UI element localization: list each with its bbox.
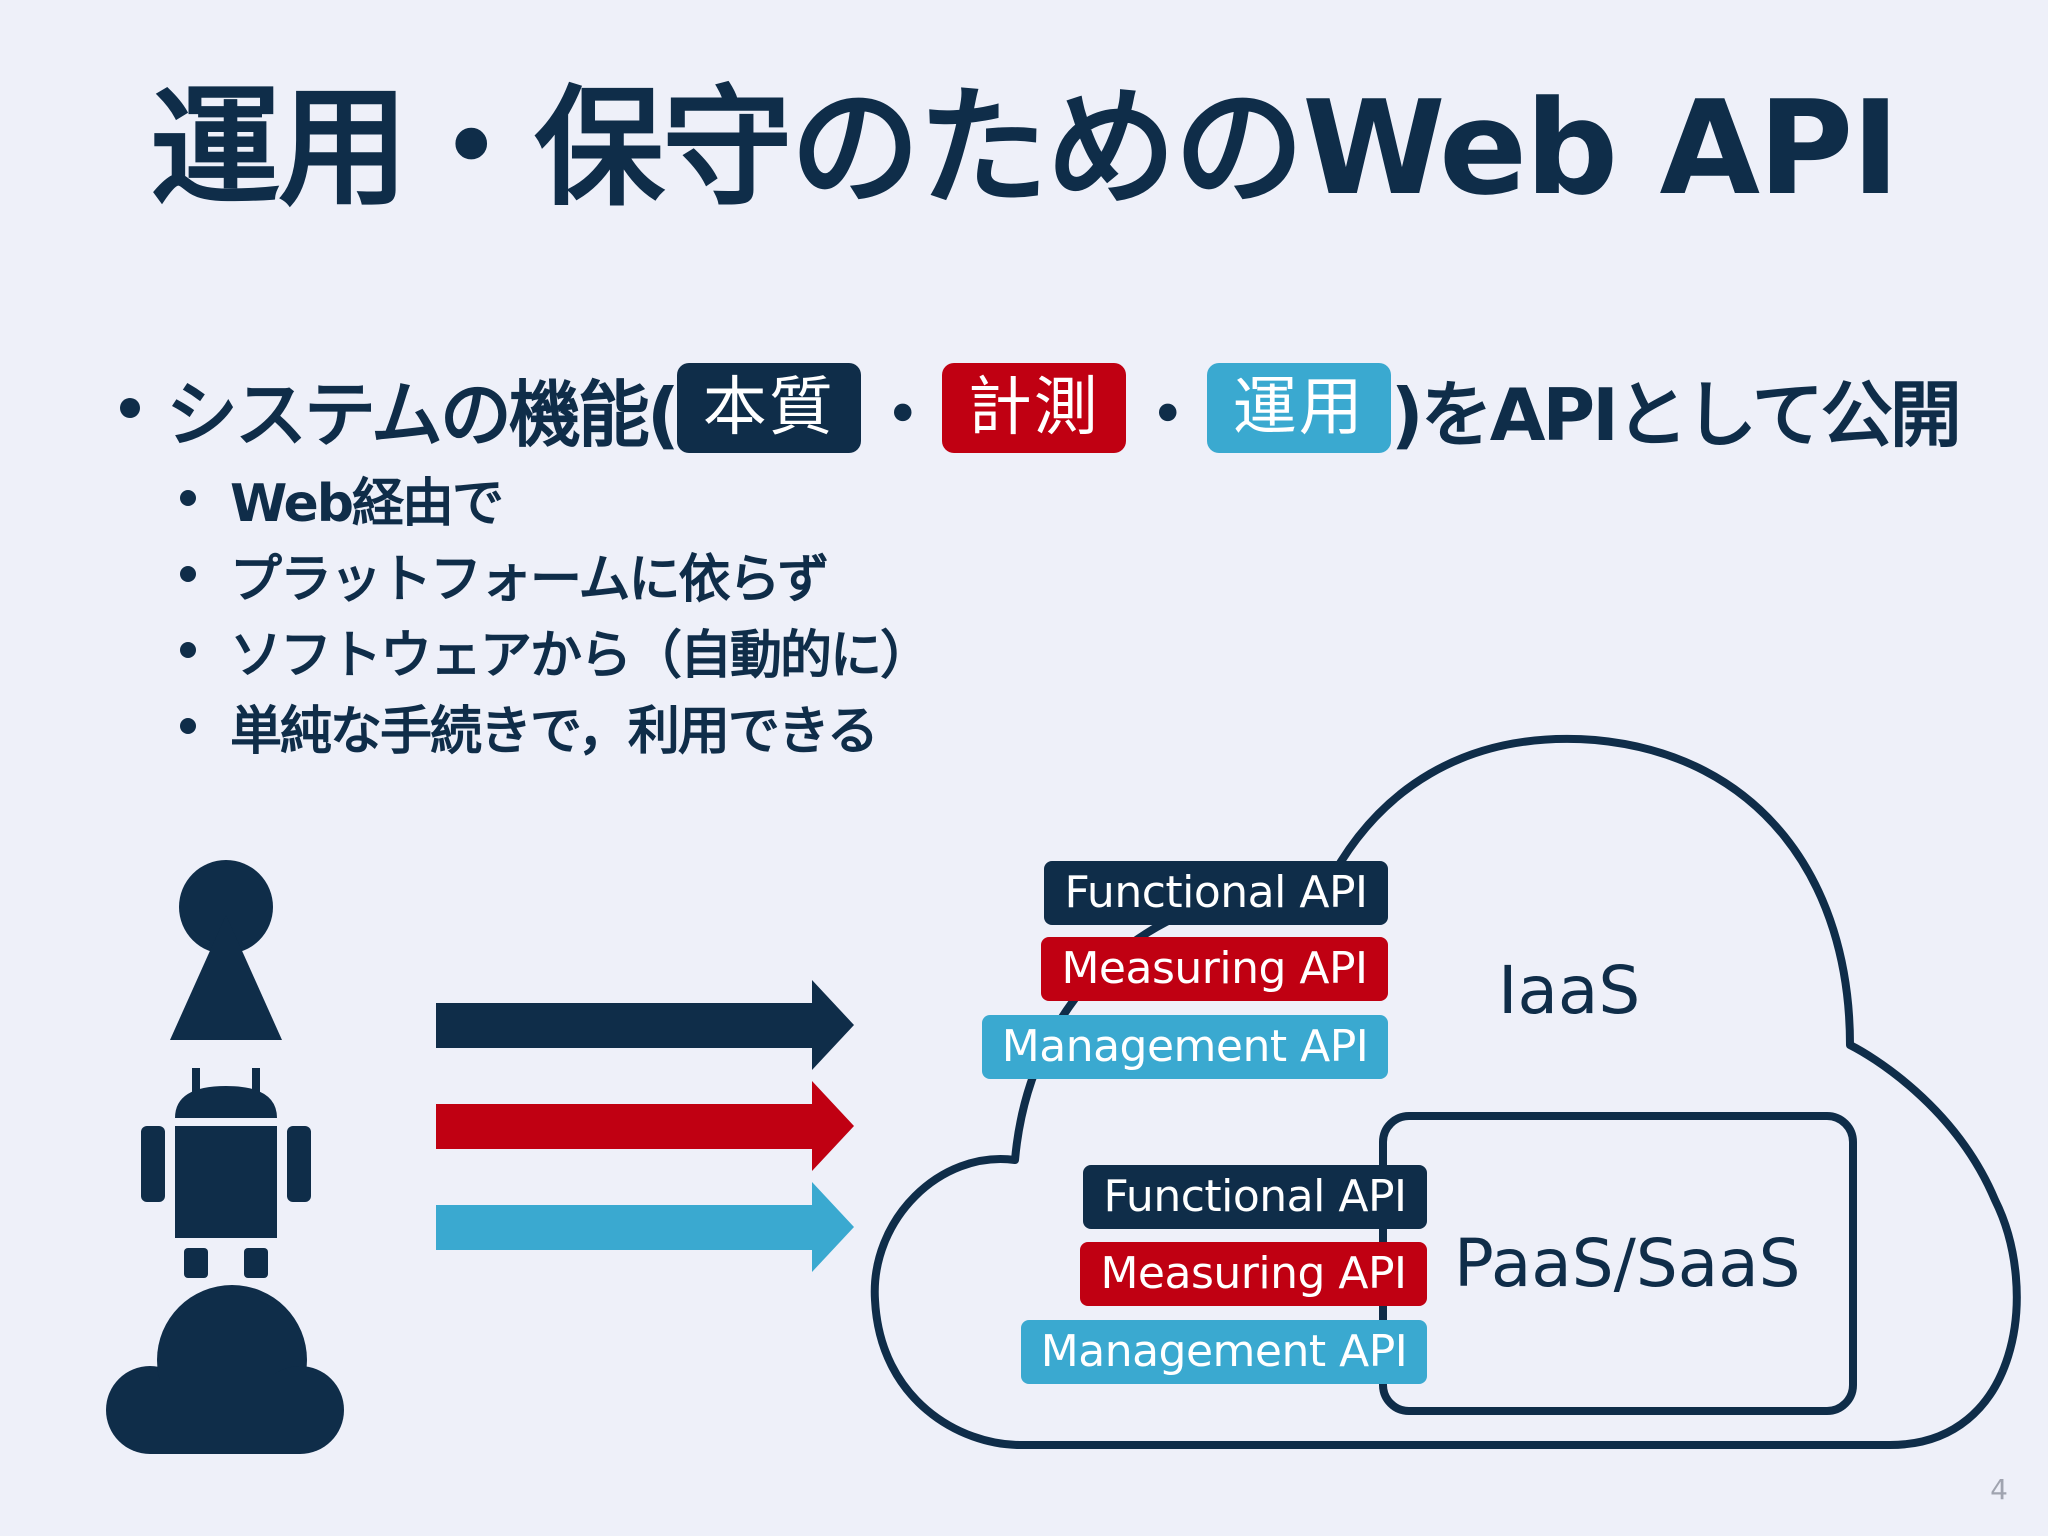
sub-bullet-item: Web経由で (180, 460, 930, 536)
bullet-dot (180, 566, 196, 582)
bullet-dot (180, 718, 196, 734)
bullet-dot (120, 398, 140, 418)
main-bullet-prefix: システムの機能( (166, 372, 680, 457)
paas-saas-label: PaaS/SaaS (1454, 1225, 1801, 1302)
page-number: 4 (1990, 1473, 2008, 1506)
sub-bullet-list: Web経由で プラットフォームに依らず ソフトウェアから（自動的に） 単純な手続… (180, 460, 932, 764)
sub-bullet-text: 単純な手続きで，利用できる (230, 701, 879, 762)
paas-measuring-api: Measuring API (1080, 1242, 1427, 1306)
iaas-label: IaaS (1498, 952, 1641, 1029)
person-icon (170, 860, 282, 1040)
sub-bullet-text: プラットフォームに依らず (230, 549, 829, 610)
sub-bullet-item: 単純な手続きで，利用できる (180, 688, 930, 764)
bullet-dot (180, 642, 196, 658)
chip-operation: 運用 (1206, 363, 1391, 453)
sub-bullet-item: ソフトウェアから（自動的に） (180, 612, 932, 688)
arrow-measuring (436, 1081, 854, 1171)
chip-measure: 計測 (941, 363, 1126, 453)
chip-separator: ・ (866, 372, 939, 457)
bullet-dot (180, 490, 196, 506)
android-icon (141, 1068, 311, 1278)
slide-title: 運用・保守のためのWeb API (150, 72, 1900, 224)
sub-bullet-text: ソフトウェアから（自動的に） (230, 625, 932, 686)
sub-bullet-text: Web経由で (230, 473, 504, 534)
cloud-outline (870, 734, 2021, 1449)
paas-management-api: Management API (1021, 1320, 1427, 1384)
chip-essence: 本質 (676, 363, 861, 453)
iaas-measuring-api: Measuring API (1041, 937, 1388, 1001)
arrow-functional (436, 980, 854, 1070)
iaas-functional-api: Functional API (1044, 861, 1388, 925)
cloud-icon (106, 1285, 344, 1454)
paas-functional-api: Functional API (1083, 1165, 1427, 1229)
main-bullet: システムの機能( 本質 ・ 計測 ・ 運用 )をAPIとして公開 (120, 360, 1962, 457)
iaas-management-api: Management API (982, 1015, 1388, 1079)
sub-bullet-item: プラットフォームに依らず (180, 536, 930, 612)
main-bullet-suffix: )をAPIとして公開 (1390, 372, 1962, 457)
chip-separator: ・ (1131, 372, 1204, 457)
arrow-management (436, 1182, 854, 1272)
